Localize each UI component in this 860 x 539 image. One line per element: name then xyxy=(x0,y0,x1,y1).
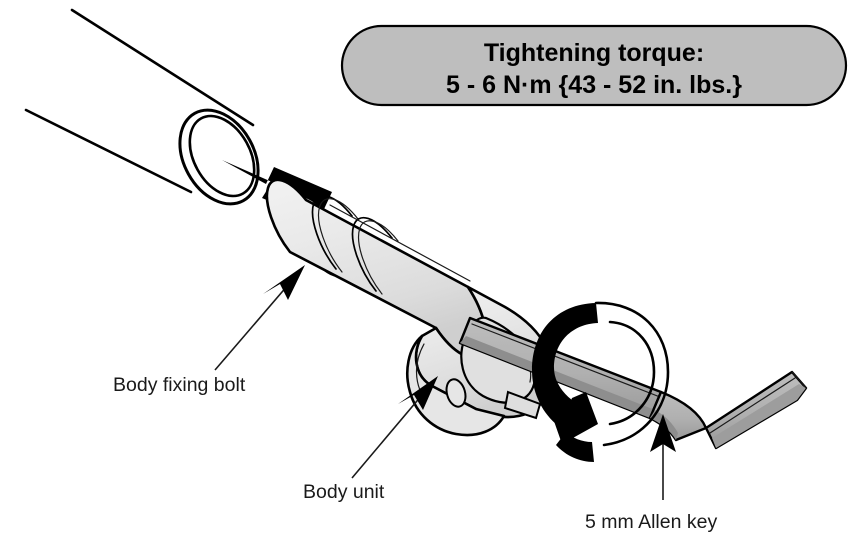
tighten-rotation-arrow xyxy=(532,301,670,462)
label-body-fixing-bolt: Body fixing bolt xyxy=(113,374,246,396)
callout-line-2: 5 - 6 N·m {43 - 52 in. lbs.} xyxy=(446,71,742,99)
label-body-unit: Body unit xyxy=(303,481,385,503)
allen-key-tool xyxy=(458,316,808,450)
callout-line-1: Tightening torque: xyxy=(484,39,704,67)
handlebar-tube xyxy=(24,8,260,206)
label-allen-key: 5 mm Allen key xyxy=(585,511,717,533)
torque-callout-box: Tightening torque: 5 - 6 N·m {43 - 52 in… xyxy=(340,24,848,107)
leader-lines xyxy=(214,265,676,500)
